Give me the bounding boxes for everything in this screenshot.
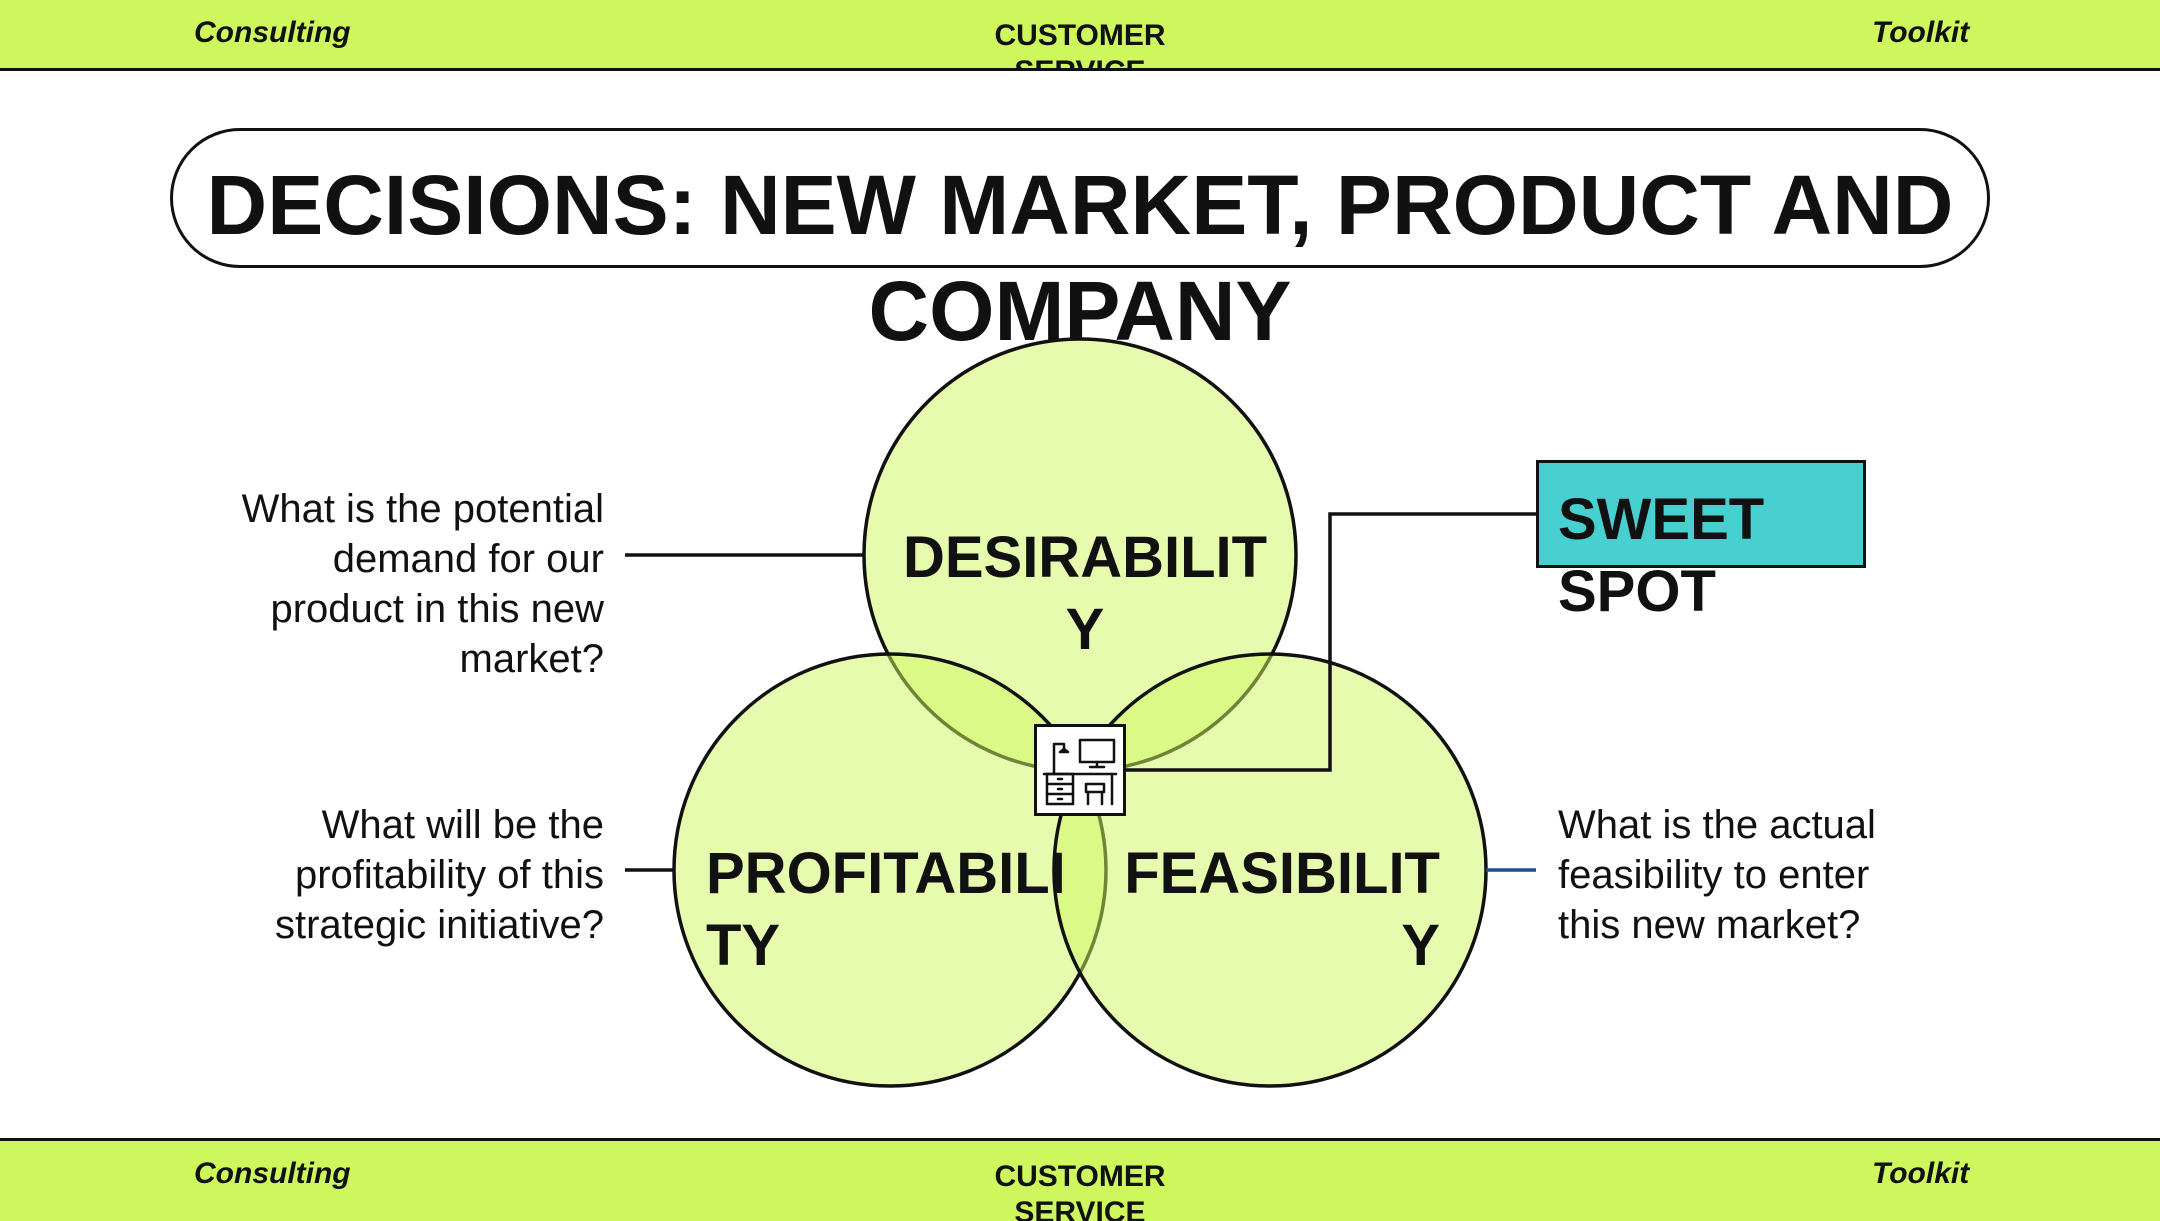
- footer-center-text: CUSTOMER SERVICE: [994, 1160, 1166, 1221]
- office-desk-icon: [1034, 724, 1126, 816]
- connector-sweet-spot: [1126, 512, 1536, 772]
- footer-band: Consulting CUSTOMER SERVICE Toolkit: [0, 1138, 2160, 1221]
- footer-left-text: Consulting: [194, 1157, 351, 1190]
- label-profitability: PROFITABILITY: [706, 841, 1066, 978]
- question-desirability: What is the potential demand for our pro…: [241, 487, 604, 681]
- title-pill: [170, 128, 1990, 268]
- sweet-spot-label: SWEET SPOT: [1558, 487, 1765, 624]
- question-feasibility: What is the actual feasibility to enter …: [1558, 803, 1876, 947]
- footer-right-text: Toolkit: [1872, 1157, 1970, 1190]
- header-left-text: Consulting: [194, 16, 351, 49]
- header-center-text: CUSTOMER SERVICE: [994, 19, 1166, 68]
- header-right-text: Toolkit: [1872, 16, 1970, 49]
- label-desirability: DESIRABILITY: [902, 525, 1268, 662]
- question-profitability: What will be the profitability of this s…: [274, 803, 604, 947]
- header-band: Consulting CUSTOMER SERVICE Toolkit: [0, 0, 2160, 71]
- label-feasibility: FEASIBILITY: [1124, 841, 1440, 978]
- sweet-spot-box: [1536, 460, 1866, 568]
